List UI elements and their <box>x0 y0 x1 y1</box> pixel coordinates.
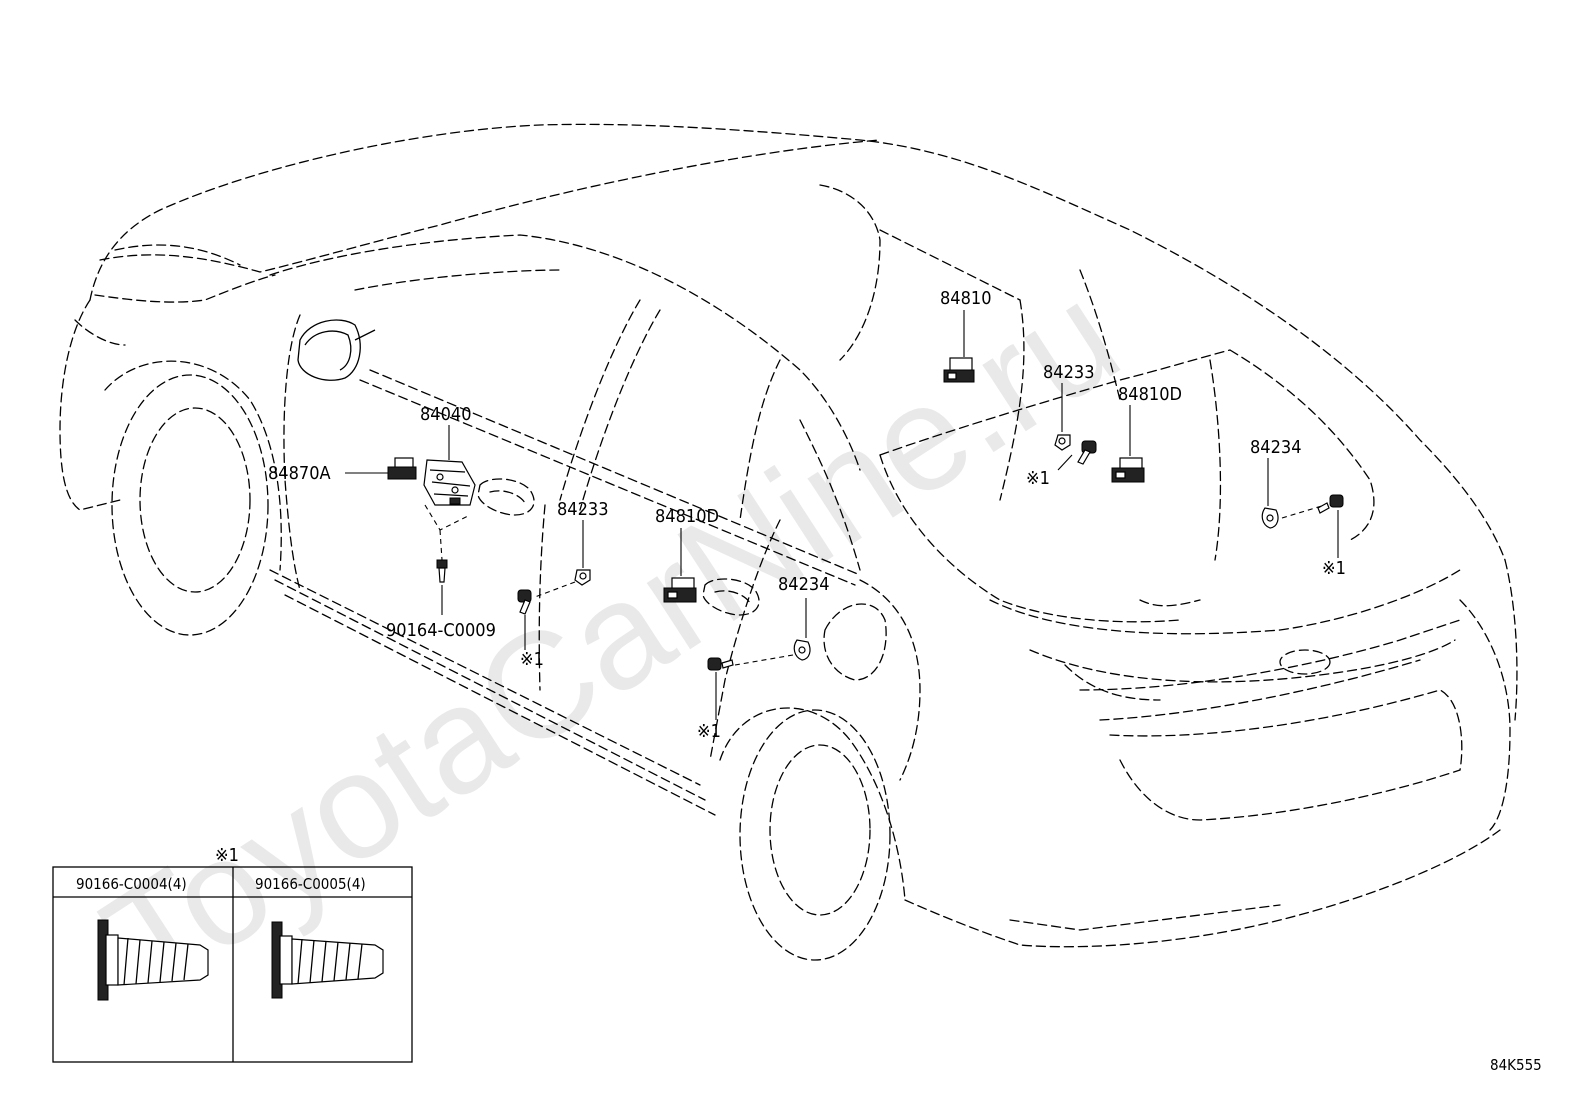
legend-part-2: 90166-C0005(4) <box>255 875 366 893</box>
part-84810D-left <box>663 577 697 603</box>
note-right-a: ※1 <box>1026 468 1050 489</box>
callout-84233-right: 84233 <box>1043 362 1095 383</box>
bolt-left-a <box>517 589 532 615</box>
bolt-right-a <box>1077 440 1097 465</box>
note-left-b: ※1 <box>697 721 721 742</box>
part-84810 <box>943 357 975 383</box>
callout-84234-right: 84234 <box>1250 437 1302 458</box>
callout-90164-C0009: 90164-C0009 <box>386 620 496 641</box>
part-84870A <box>387 457 417 480</box>
note-right-b: ※1 <box>1322 558 1346 579</box>
fastener-legend: ※1 90166-C0004(4) 90166-C0005(4) <box>52 845 413 1063</box>
legend-note: ※1 <box>215 845 239 866</box>
callout-84040: 84040 <box>420 404 472 425</box>
legend-part-1: 90166-C0004(4) <box>76 875 187 893</box>
screw-90164 <box>436 559 448 583</box>
bolt-right-b <box>1317 494 1344 514</box>
part-84234-right <box>1261 507 1279 529</box>
car-body-outline <box>59 123 1518 961</box>
callout-84810D-left: 84810D <box>655 506 719 527</box>
callout-84870A: 84870A <box>268 463 331 484</box>
part-84233-left <box>574 569 591 586</box>
callout-84810D-right: 84810D <box>1118 384 1182 405</box>
callout-84810: 84810 <box>940 288 992 309</box>
bolt-left-b <box>707 657 734 671</box>
part-84234-left <box>793 639 811 661</box>
watermark: ToyotaCarNine.ru <box>76 250 1146 1027</box>
part-84040 <box>423 459 476 506</box>
bolt-90166-C0005-illustration <box>271 921 384 999</box>
callout-84233-left: 84233 <box>557 499 609 520</box>
part-84233-right <box>1054 434 1071 451</box>
side-mirror <box>297 319 376 381</box>
callout-84234-left: 84234 <box>778 574 830 595</box>
bolt-90166-C0004-illustration <box>97 919 209 1001</box>
part-84810D-right <box>1111 457 1145 483</box>
door-handles <box>477 478 760 616</box>
diagram-code: 84K555 <box>1490 1056 1542 1074</box>
note-left-a: ※1 <box>520 649 544 670</box>
